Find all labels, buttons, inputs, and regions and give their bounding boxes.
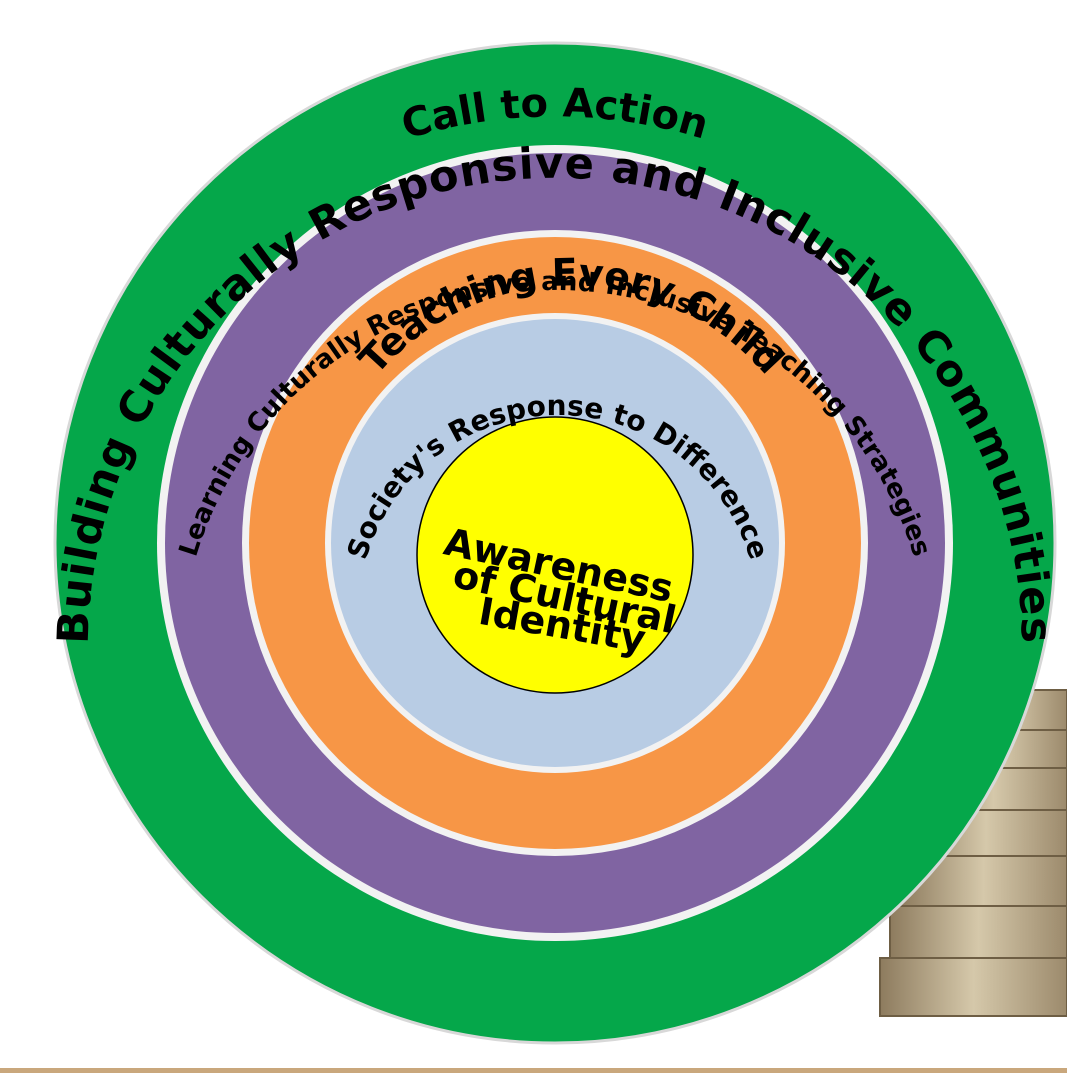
bottom-divider-bar <box>0 1068 1067 1073</box>
book-7 <box>879 957 1067 1017</box>
center-circle <box>416 416 694 694</box>
book-6 <box>889 905 1067 959</box>
